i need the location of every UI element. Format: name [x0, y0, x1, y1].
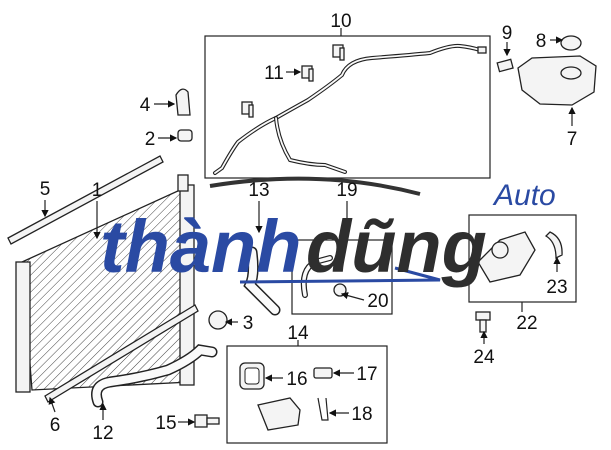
callout-5: 5: [40, 179, 51, 200]
callout-12: 12: [92, 423, 113, 444]
callout-6: 6: [50, 415, 61, 436]
thermostat-housing: [477, 231, 563, 283]
callout-23: 23: [546, 277, 567, 298]
sensor-housing: [257, 397, 301, 431]
callout-13: 13: [248, 180, 269, 201]
callout-19: 19: [336, 180, 357, 201]
callout-11: 11: [264, 63, 284, 84]
group-box-19: [291, 239, 393, 315]
callout-24: 24: [473, 347, 495, 368]
cap-part: [208, 310, 228, 330]
coolant-hose-assembly: [213, 43, 487, 175]
callout-18: 18: [351, 404, 372, 425]
coolant-reservoir: [496, 35, 597, 106]
callout-10: 10: [330, 11, 351, 32]
sensor-17: [313, 367, 333, 379]
bracket-part: [175, 88, 191, 116]
upper-hose: [243, 246, 281, 316]
seal-lower: [44, 304, 199, 403]
callout-3: 3: [243, 313, 254, 334]
callout-4: 4: [140, 95, 151, 116]
group-box-14: [226, 345, 388, 444]
watermark-text-auto: Auto: [492, 179, 556, 212]
watermark-text-thanh: thành: [100, 205, 301, 288]
watermark-text-dung: dũng: [306, 205, 487, 288]
callout-1: 1: [92, 180, 103, 201]
callout-arrows: [41, 36, 576, 426]
bolt-15: [194, 414, 220, 428]
clip-parts: [241, 44, 345, 118]
bolt-24: [475, 311, 491, 333]
callout-14: 14: [287, 323, 309, 344]
callout-2: 2: [145, 129, 156, 150]
lower-hose: [91, 344, 218, 408]
callout-16: 16: [286, 369, 307, 390]
seal-upper: [7, 155, 164, 245]
callout-15: 15: [155, 413, 176, 434]
callout-20: 20: [367, 291, 388, 312]
clip-18: [317, 397, 329, 421]
callout-22: 22: [516, 313, 537, 334]
callout-17: 17: [356, 364, 377, 385]
callout-8: 8: [536, 31, 547, 52]
group-box-10: [204, 35, 491, 179]
bushing-part: [177, 129, 193, 142]
callout-7: 7: [567, 129, 578, 150]
watermark-logo: thành dũng Auto: [100, 176, 556, 288]
callout-9: 9: [502, 23, 513, 44]
